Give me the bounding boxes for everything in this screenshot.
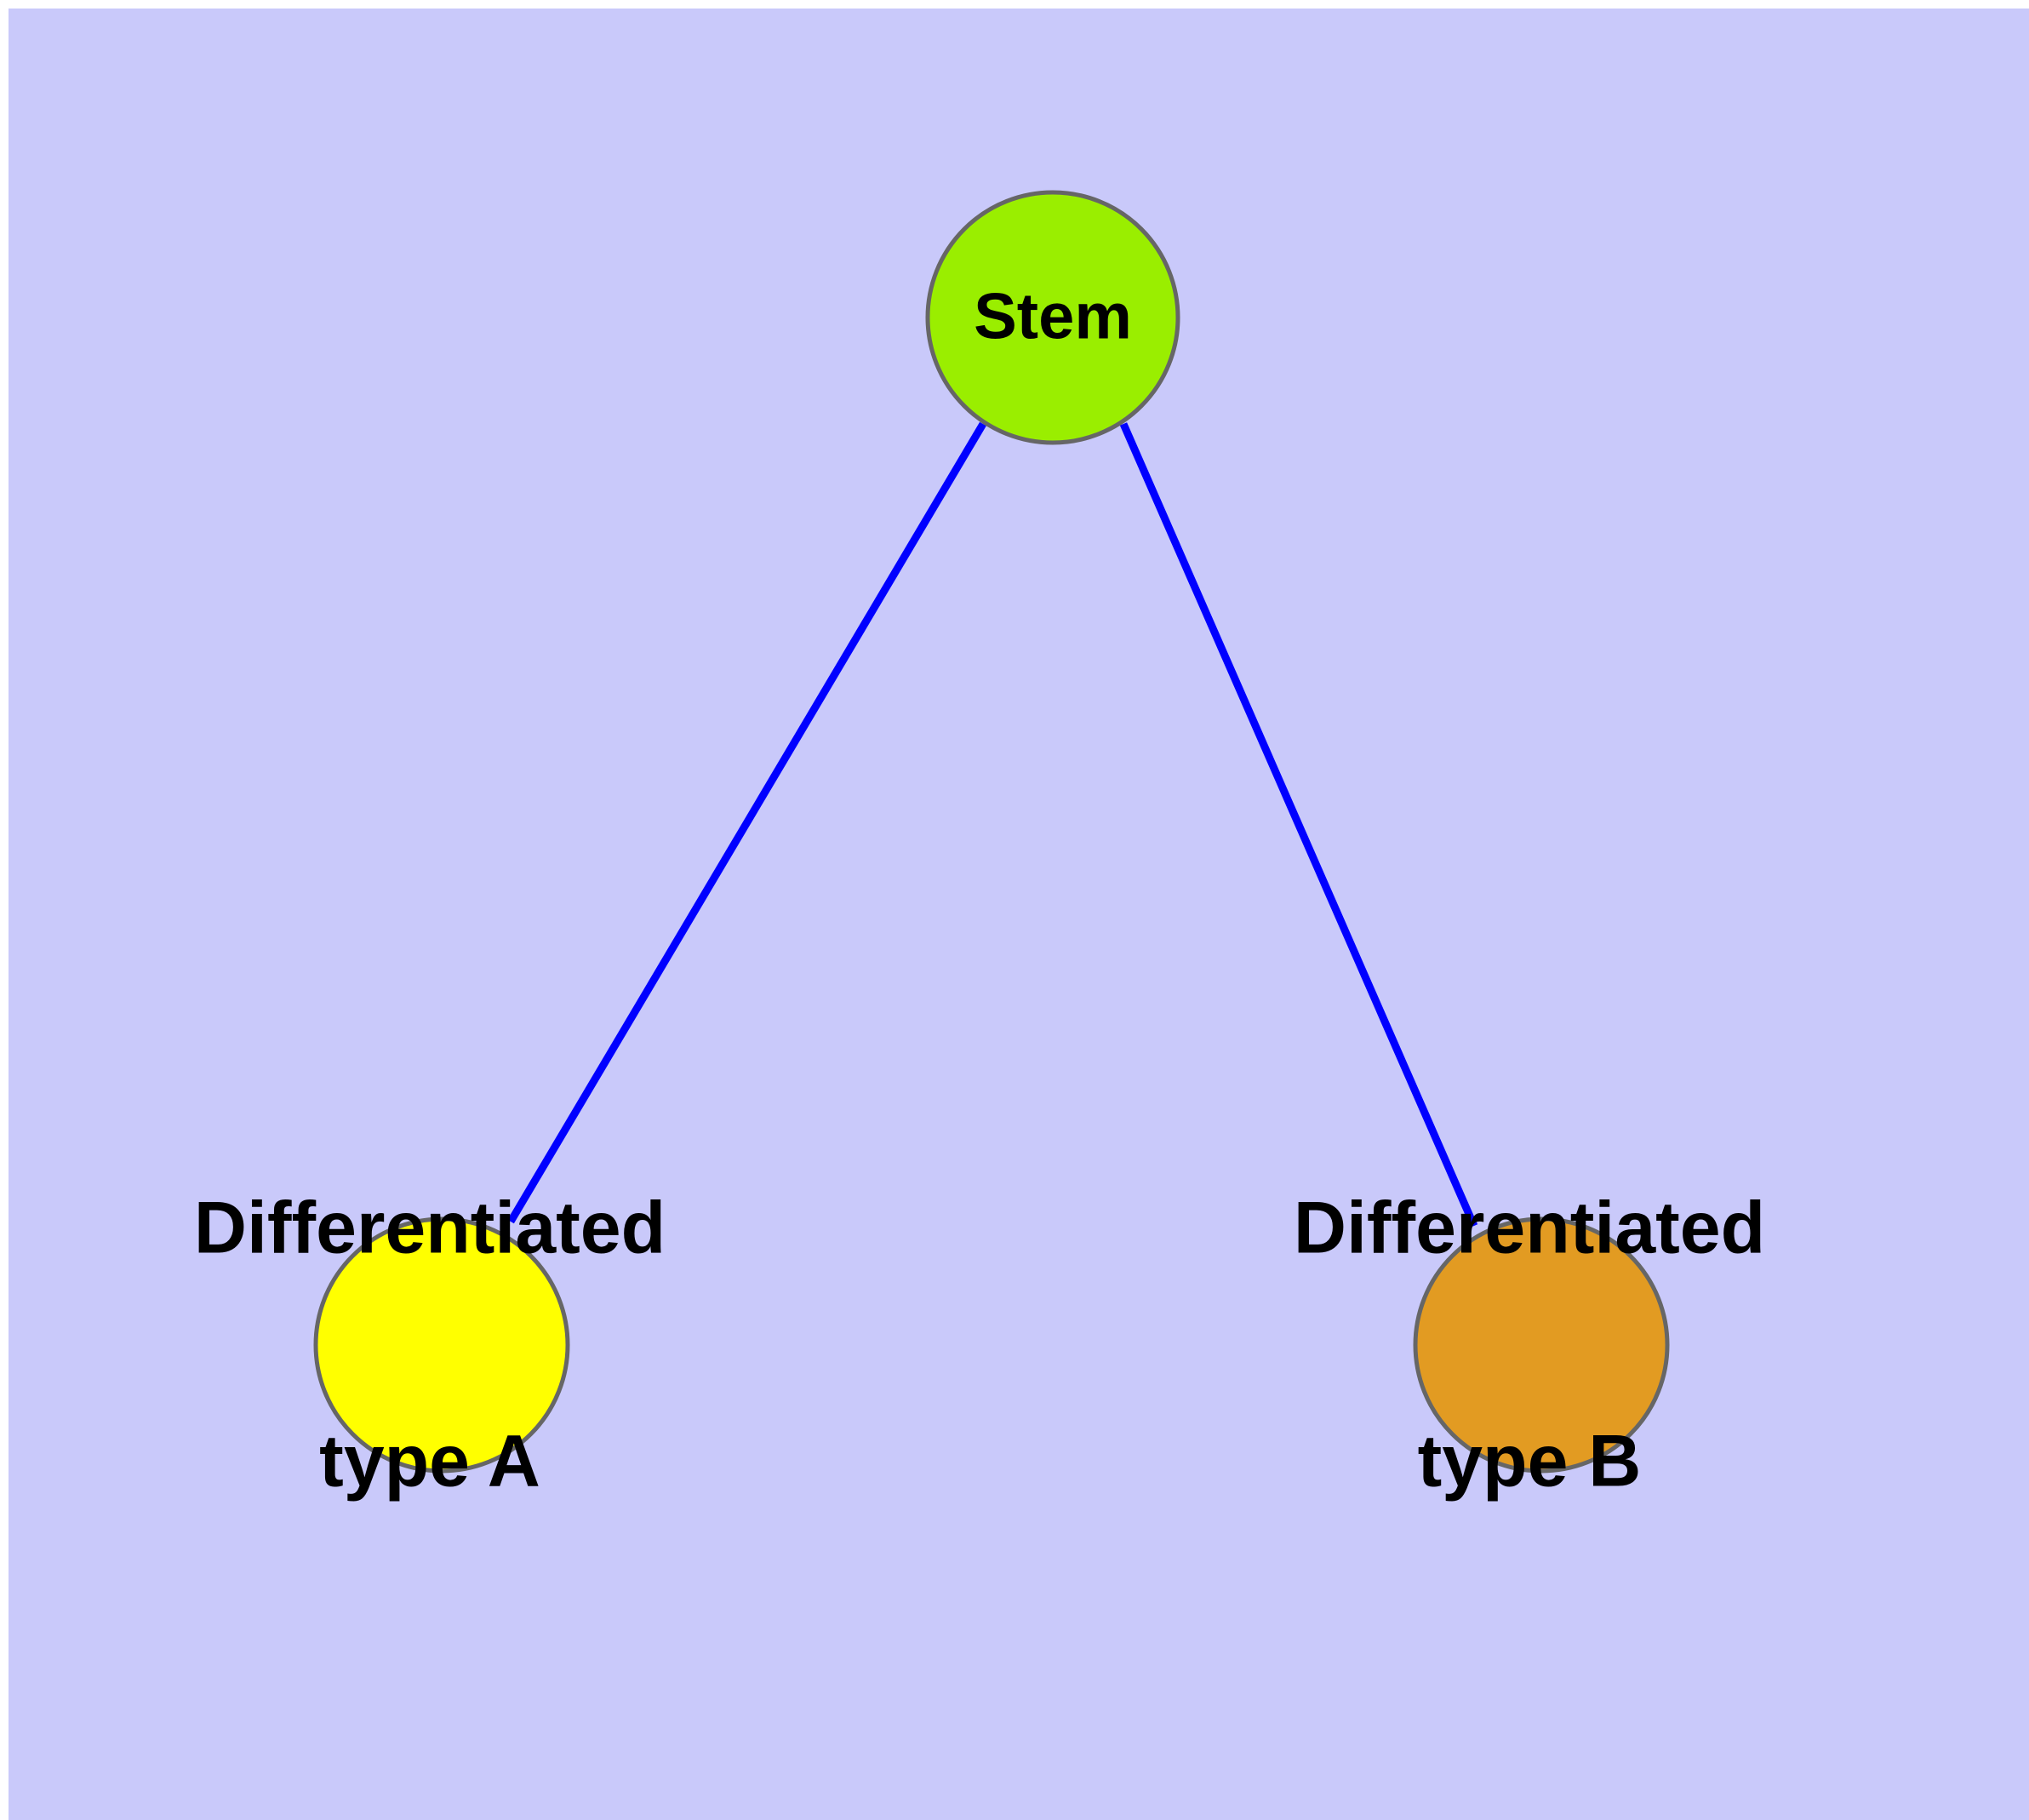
node-diff-b[interactable] bbox=[1413, 1216, 1670, 1474]
node-stem[interactable] bbox=[925, 190, 1180, 445]
node-diff-a[interactable] bbox=[313, 1216, 570, 1474]
edge-stem-to-diff-a bbox=[507, 421, 986, 1224]
node-layer bbox=[313, 190, 1670, 1474]
edge-layer bbox=[507, 421, 1478, 1228]
edge-stem-to-diff-b bbox=[1119, 422, 1478, 1228]
